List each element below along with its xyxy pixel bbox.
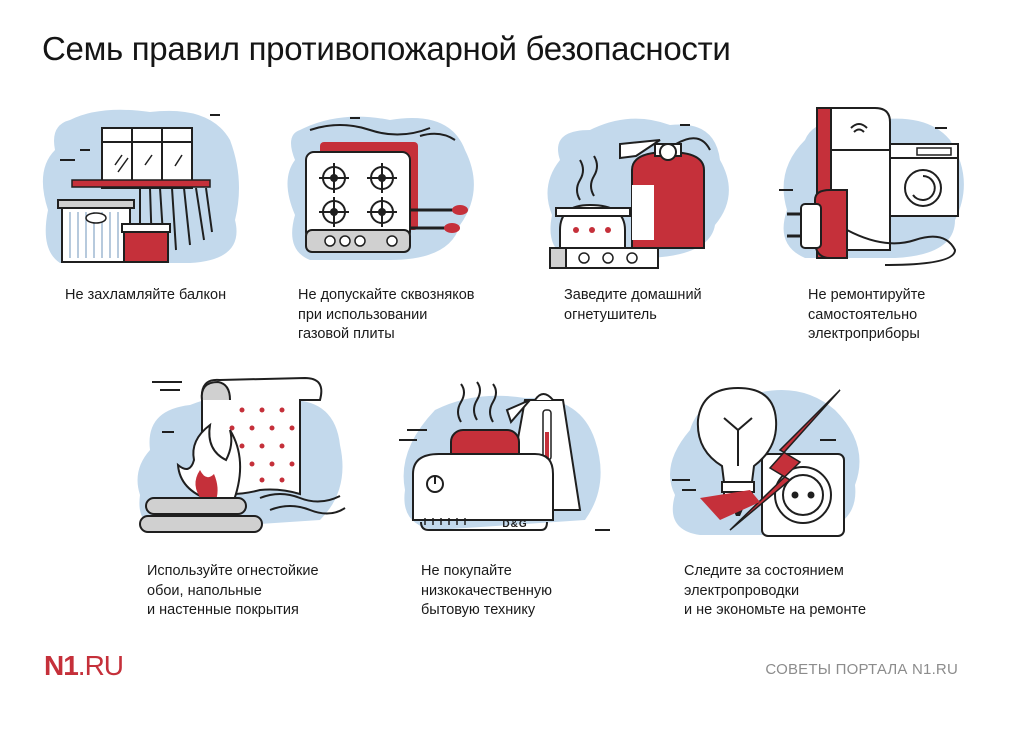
rule-caption: Не покупайте низкокачественную бытовую т… xyxy=(421,563,552,618)
rule-7: Следите за состоянием электропроводки и … xyxy=(660,370,880,618)
toaster-kettle-icon: D&G xyxy=(399,381,610,531)
appliances-plug-icon xyxy=(779,107,964,266)
rule-caption: Не ремонтируйте самостоятельно электропр… xyxy=(808,287,926,342)
page-title: Семь правил противопожарной безопасности xyxy=(42,30,731,67)
balcony-icon xyxy=(42,109,240,263)
bulb-socket-lightning-icon xyxy=(670,386,860,537)
rule-5: Используйте огнестойкие обои, напольные … xyxy=(130,370,350,618)
burning-wallpaper-icon xyxy=(137,376,346,533)
rule-caption: Не допускайте сквозняков при использован… xyxy=(298,287,475,342)
rule-3: Заведите домашний огнетушитель xyxy=(540,100,750,323)
rule-caption: Используйте огнестойкие обои, напольные … xyxy=(147,563,319,618)
gas-stove-icon xyxy=(287,116,474,261)
rule-1: Не захламляйте балкон xyxy=(40,100,250,303)
n1-logo[interactable]: N1.RU xyxy=(44,650,124,682)
rule-6: D&G Не покупайте низкокачественную бытов… xyxy=(395,370,615,618)
rule-caption: Заведите домашний огнетушитель xyxy=(564,287,702,323)
rule-caption: Следите за состоянием электропроводки и … xyxy=(684,563,867,618)
toaster-brand-label: D&G xyxy=(502,519,527,530)
logo-tld: .RU xyxy=(77,650,124,681)
footer-note: СОВЕТЫ ПОРТАЛА N1.RU xyxy=(765,661,958,678)
rule-4: Не ремонтируйте самостоятельно электропр… xyxy=(775,100,985,342)
rule-2: Не допускайте сквозняков при использован… xyxy=(280,100,490,342)
rule-caption: Не захламляйте балкон xyxy=(65,287,227,303)
fire-extinguisher-icon xyxy=(547,118,729,269)
logo-brand: N1 xyxy=(44,650,79,681)
